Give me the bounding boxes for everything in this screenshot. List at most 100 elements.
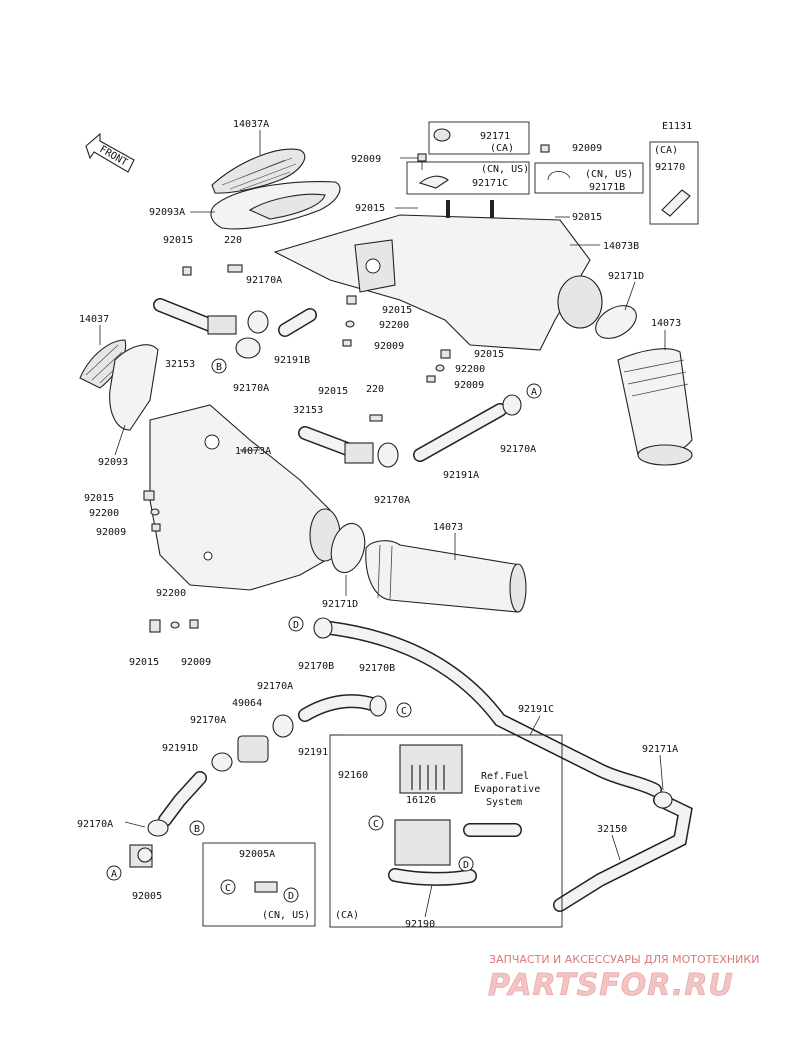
callout-92191: 92191 bbox=[298, 747, 328, 758]
marker-C-1: C bbox=[396, 702, 412, 718]
ref-note-line1: Ref.Fuel bbox=[481, 771, 529, 782]
callout-92170B-a: 92170B bbox=[298, 661, 334, 672]
air-box-14073A bbox=[149, 404, 341, 591]
air-filter-screen-14037 bbox=[79, 339, 127, 389]
svg-text:D: D bbox=[463, 860, 469, 871]
callout-92170-box: 92170 bbox=[655, 162, 685, 173]
svg-text:A: A bbox=[111, 869, 117, 880]
callout-32153-b: 32153 bbox=[293, 405, 323, 416]
callout-220-b: 220 bbox=[366, 384, 384, 395]
svg-text:D: D bbox=[293, 620, 299, 631]
callout-92190: 92190 bbox=[405, 919, 435, 930]
marker-D-1: D bbox=[288, 616, 304, 632]
clip-92171-top bbox=[428, 121, 530, 155]
callout-92009-a: 92009 bbox=[351, 154, 381, 165]
callout-ca-c: (CA) bbox=[335, 910, 359, 921]
callout-92171B: 92171B bbox=[589, 182, 625, 193]
callout-92191B: 92191B bbox=[274, 355, 310, 366]
callout-92171A: 92171A bbox=[642, 744, 678, 755]
air-intake-duct-92093A bbox=[210, 181, 341, 230]
air-filter-screen-14037A bbox=[211, 148, 306, 194]
hose-92191C bbox=[313, 617, 662, 797]
marker-D-2: D bbox=[458, 856, 474, 872]
marker-D-3: D bbox=[283, 887, 299, 903]
callout-92170A-d: 92170A bbox=[374, 495, 410, 506]
callout-92015-a: 92015 bbox=[355, 203, 385, 214]
callout-92170A-g: 92170A bbox=[77, 819, 113, 830]
callout-32153-a: 32153 bbox=[165, 359, 195, 370]
callout-92015-f: 92015 bbox=[318, 386, 348, 397]
svg-text:B: B bbox=[194, 824, 200, 835]
callout-14073-a: 14073 bbox=[651, 318, 681, 329]
callout-92200-b: 92200 bbox=[455, 364, 485, 375]
callout-14073B: 14073B bbox=[603, 241, 639, 252]
svg-text:C: C bbox=[225, 883, 231, 894]
callout-14037A: 14037A bbox=[233, 119, 269, 130]
marker-B-2: B bbox=[189, 820, 205, 836]
callout-92200-d: 92200 bbox=[156, 588, 186, 599]
ref-note-line3: System bbox=[486, 797, 522, 808]
callout-92171D-a: 92171D bbox=[608, 271, 644, 282]
callout-cn-us-a: (CN, US) bbox=[481, 164, 529, 175]
svg-text:C: C bbox=[373, 819, 379, 830]
callout-92009-c: 92009 bbox=[374, 341, 404, 352]
hose-92170B-92191 bbox=[272, 694, 387, 738]
callout-92160: 92160 bbox=[338, 770, 368, 781]
callout-92200-a: 92200 bbox=[379, 320, 409, 331]
hose-32150 bbox=[553, 793, 693, 912]
ref-note-line2: Evaporative bbox=[474, 784, 540, 795]
callout-cn-us-c: (CN, US) bbox=[262, 910, 310, 921]
callout-32150: 32150 bbox=[597, 824, 627, 835]
callout-92170A-a: 92170A bbox=[246, 275, 282, 286]
marker-C-3: C bbox=[220, 879, 236, 895]
watermark-tagline: ЗАПЧАСТИ И АКСЕССУАРЫ ДЛЯ МОТОТЕХНИКИ bbox=[489, 953, 759, 966]
callout-92009-b: 92009 bbox=[572, 143, 602, 154]
box-92005A bbox=[202, 842, 316, 927]
leader-lines bbox=[99, 130, 666, 918]
callout-92170A-f: 92170A bbox=[190, 715, 226, 726]
bolt-92009-top bbox=[417, 153, 427, 170]
callout-92009-d: 92009 bbox=[454, 380, 484, 391]
fitting-32153-mid bbox=[298, 414, 399, 468]
svg-text:D: D bbox=[288, 891, 294, 902]
callout-92171-top-ca: (CA) bbox=[490, 143, 514, 154]
callout-92015-e: 92015 bbox=[474, 349, 504, 360]
fuel-evap-box bbox=[329, 734, 563, 928]
callout-92191D: 92191D bbox=[162, 743, 198, 754]
callout-49064: 49064 bbox=[232, 698, 262, 709]
callout-220-a: 220 bbox=[224, 235, 242, 246]
callout-92015-h: 92015 bbox=[129, 657, 159, 668]
callout-92171C: 92171C bbox=[472, 178, 508, 189]
duct-14073-top bbox=[617, 348, 693, 466]
callout-16126: 16126 bbox=[406, 795, 436, 806]
callout-92170A-c: 92170A bbox=[500, 444, 536, 455]
diagram-code: E1131 bbox=[662, 121, 692, 132]
clamp-92171A bbox=[653, 791, 673, 809]
callout-cn-us-b: (CN, US) bbox=[585, 169, 633, 180]
callout-92009-e: 92009 bbox=[96, 527, 126, 538]
air-intake-duct-92093 bbox=[109, 344, 159, 431]
fasteners-mid-right bbox=[342, 295, 451, 383]
clip-92170-ca-box bbox=[649, 141, 699, 225]
svg-text:A: A bbox=[531, 387, 537, 398]
clamp-92171B bbox=[534, 144, 644, 194]
callout-92093: 92093 bbox=[98, 457, 128, 468]
callout-14037: 14037 bbox=[79, 314, 109, 325]
front-arrow-icon: FRONT bbox=[85, 132, 135, 173]
fitting-32153-upper bbox=[153, 264, 317, 359]
hose-92191A bbox=[413, 394, 522, 462]
valve-49064 bbox=[211, 735, 269, 772]
callout-14073-b: 14073 bbox=[433, 522, 463, 533]
marker-C-2: C bbox=[368, 815, 384, 831]
callout-92015-d: 92015 bbox=[382, 305, 412, 316]
svg-text:B: B bbox=[216, 362, 222, 373]
callout-92009-f: 92009 bbox=[181, 657, 211, 668]
callout-ca-box: (CA) bbox=[654, 145, 678, 156]
clip-92171C-box bbox=[406, 161, 530, 195]
callout-92015-b: 92015 bbox=[572, 212, 602, 223]
callout-92015-g: 92015 bbox=[84, 493, 114, 504]
watermark-brand: PARTSFOR.RU bbox=[488, 968, 734, 1003]
callout-92170B-b: 92170B bbox=[359, 663, 395, 674]
air-box-14073B bbox=[273, 200, 603, 351]
